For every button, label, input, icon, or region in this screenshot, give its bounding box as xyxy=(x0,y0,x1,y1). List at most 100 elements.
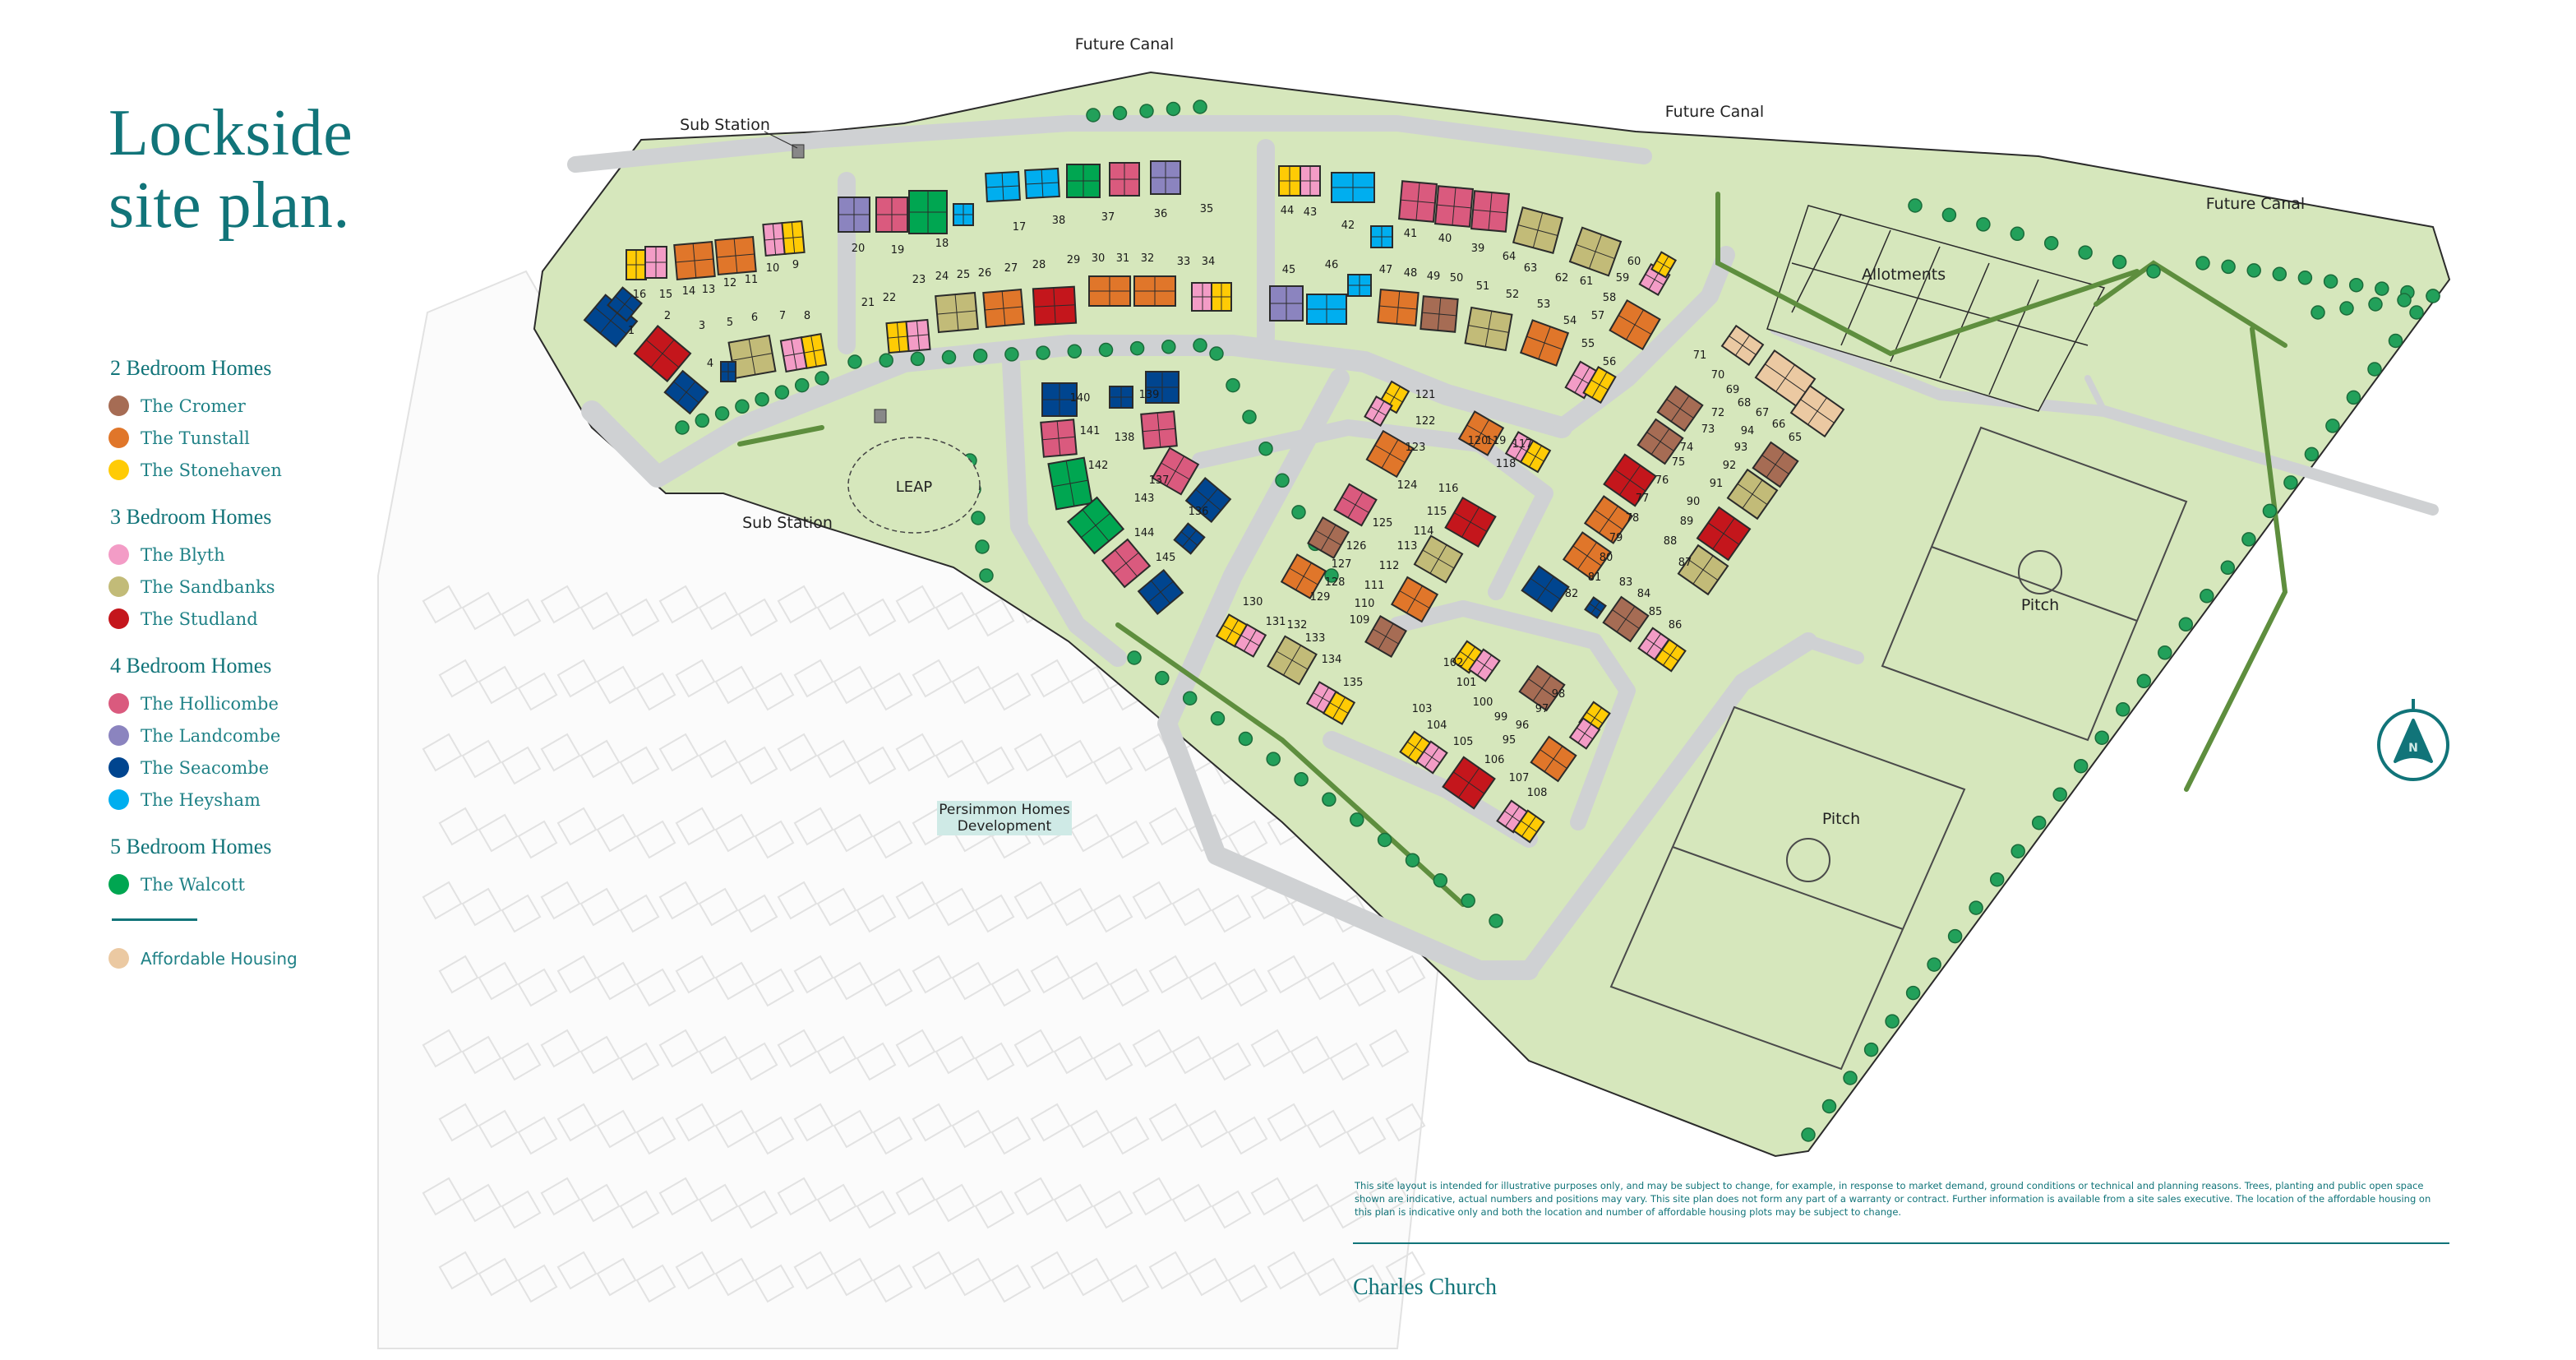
legend-item[interactable]: The Seacombe xyxy=(108,752,372,784)
house-plot-14[interactable] xyxy=(673,240,716,281)
house-plot-140[interactable] xyxy=(1041,382,1078,417)
house-plot-4[interactable] xyxy=(663,369,709,415)
house-plot-62[interactable] xyxy=(1568,226,1623,277)
house-plot-138[interactable] xyxy=(1140,410,1178,450)
house-plot-139[interactable] xyxy=(1145,371,1180,404)
house-plot-32[interactable] xyxy=(1133,275,1176,307)
house-plot-35[interactable] xyxy=(1150,160,1181,195)
house-plot-122[interactable] xyxy=(1364,396,1393,427)
house-plot-71[interactable] xyxy=(1720,324,1765,367)
legend-item[interactable]: The Walcott xyxy=(108,868,372,900)
legend-item[interactable]: The Blyth xyxy=(108,539,372,571)
house-plot-110[interactable] xyxy=(1390,576,1439,623)
house-plot-98[interactable] xyxy=(1518,664,1566,712)
house-plot-34[interactable] xyxy=(1211,282,1232,312)
leap-play-area[interactable]: LEAP xyxy=(847,437,981,534)
house-plot-46[interactable] xyxy=(1347,274,1372,297)
legend-item[interactable]: The Hollicombe xyxy=(108,687,372,719)
house-plot-144[interactable] xyxy=(1173,522,1206,555)
house-plot-144[interactable] xyxy=(1101,538,1152,589)
house-plot-30[interactable] xyxy=(1088,275,1131,307)
house-plot-1[interactable] xyxy=(607,286,643,322)
house-plot-33[interactable] xyxy=(1191,282,1214,312)
house-plot-8[interactable] xyxy=(779,335,809,373)
house-plot-145[interactable] xyxy=(1137,568,1184,616)
house-plot-137[interactable] xyxy=(1151,446,1200,496)
legend-item[interactable]: The Tunstall xyxy=(108,422,372,454)
house-plot-76[interactable] xyxy=(1603,453,1657,507)
house-plot-97[interactable] xyxy=(1568,717,1601,750)
house-plot-104[interactable] xyxy=(1415,740,1448,775)
house-plot-95[interactable] xyxy=(1530,735,1577,783)
house-plot-42[interactable] xyxy=(1370,225,1393,248)
house-plot-64[interactable] xyxy=(1512,206,1564,254)
house-plot-17[interactable] xyxy=(953,203,974,226)
house-plot-107[interactable] xyxy=(1512,809,1545,844)
house-plot-136[interactable] xyxy=(1184,476,1232,524)
legend-item-affordable[interactable]: Affordable Housing xyxy=(108,942,372,974)
house-plot-82[interactable] xyxy=(1584,596,1607,619)
house-plot-84[interactable] xyxy=(1602,595,1650,643)
house-plot-43[interactable] xyxy=(1300,165,1321,197)
house-plot-57[interactable] xyxy=(1609,298,1661,351)
house-plot-124[interactable] xyxy=(1333,483,1378,527)
house-plot-19[interactable] xyxy=(875,197,908,233)
house-plot-133[interactable] xyxy=(1267,635,1318,686)
house-plot-105[interactable] xyxy=(1442,756,1496,810)
house-plot-28[interactable] xyxy=(1032,285,1078,326)
house-plot-9[interactable] xyxy=(781,220,806,256)
house-plot-51[interactable] xyxy=(1464,306,1513,352)
house-plot-115[interactable] xyxy=(1444,496,1497,548)
house-plot-86[interactable] xyxy=(1654,638,1687,673)
house-plot-109[interactable] xyxy=(1364,615,1407,658)
house-plot-78[interactable] xyxy=(1583,495,1634,544)
house-plot-46[interactable] xyxy=(1306,294,1347,325)
house-plot-5[interactable] xyxy=(727,334,777,380)
house-plot-128[interactable] xyxy=(1280,553,1327,599)
house-plot-113[interactable] xyxy=(1413,534,1464,584)
house-plot-80[interactable] xyxy=(1562,531,1613,581)
house-plot-18[interactable] xyxy=(908,190,948,234)
house-plot-72[interactable] xyxy=(1656,385,1704,433)
house-plot-90[interactable] xyxy=(1696,506,1752,562)
house-plot-20[interactable] xyxy=(838,197,870,233)
house-plot-123[interactable] xyxy=(1365,429,1415,479)
house-plot-49[interactable] xyxy=(1420,295,1459,333)
house-plot-47[interactable] xyxy=(1377,288,1420,327)
legend-item[interactable]: The Cromer xyxy=(108,390,372,422)
house-plot-45[interactable] xyxy=(1269,285,1304,321)
house-plot-118[interactable] xyxy=(1519,439,1552,474)
house-plot-141[interactable] xyxy=(1040,419,1078,458)
house-plot-86[interactable] xyxy=(1637,627,1670,661)
house-plot-39[interactable] xyxy=(1470,190,1511,233)
house-plot-26[interactable] xyxy=(982,288,1025,329)
house-plot-53[interactable] xyxy=(1519,319,1570,367)
house-plot-74[interactable] xyxy=(1637,418,1684,465)
house-plot-36[interactable] xyxy=(1109,162,1140,197)
house-plot-12[interactable] xyxy=(714,235,757,276)
house-plot-104[interactable] xyxy=(1399,730,1432,765)
house-plot-142[interactable] xyxy=(1047,456,1093,511)
house-plot-22[interactable] xyxy=(905,318,931,353)
house-plot-55[interactable] xyxy=(1582,366,1617,404)
house-plot-130[interactable] xyxy=(1233,623,1267,658)
house-plot-38[interactable] xyxy=(1024,167,1060,200)
house-plot-15[interactable] xyxy=(644,246,667,279)
legend-item[interactable]: The Sandbanks xyxy=(108,571,372,603)
house-plot-82[interactable] xyxy=(1521,565,1570,613)
house-plot-92[interactable] xyxy=(1726,468,1779,520)
legend-item[interactable]: The Landcombe xyxy=(108,719,372,752)
legend-item[interactable]: The Studland xyxy=(108,603,372,635)
house-plot-8[interactable] xyxy=(800,333,828,369)
house-plot-120[interactable] xyxy=(1457,410,1505,456)
house-plots[interactable] xyxy=(583,160,1845,844)
house-plot-40[interactable] xyxy=(1433,185,1475,228)
house-plot-37[interactable] xyxy=(1066,164,1101,198)
house-plot-143[interactable] xyxy=(1066,496,1125,555)
house-plot-135[interactable] xyxy=(1322,691,1356,725)
house-plot-4[interactable] xyxy=(720,361,736,382)
legend-item[interactable]: The Stonehaven xyxy=(108,454,372,486)
house-plot-102[interactable] xyxy=(1468,648,1501,682)
house-plot-66[interactable] xyxy=(1789,384,1845,438)
